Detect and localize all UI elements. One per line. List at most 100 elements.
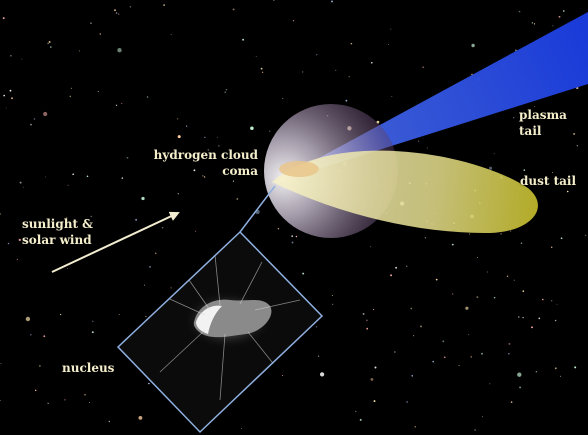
star [563,10,565,12]
star [522,290,525,293]
star [362,312,365,315]
star [390,274,393,277]
star [250,126,254,131]
star [510,401,513,403]
star [22,186,24,188]
star [518,10,521,13]
star [232,180,234,182]
star [277,227,280,230]
star [538,317,541,320]
star [345,99,348,102]
star [72,173,75,176]
star [506,275,509,278]
star [0,399,1,402]
nucleus-label: nucleus [62,360,114,376]
star [551,300,553,302]
star [566,190,569,193]
star [390,28,392,30]
star [556,303,558,305]
star [471,43,475,48]
plasma-tail-label-line1: plasma [519,108,567,122]
star [318,355,320,357]
star [559,375,561,377]
star [508,353,510,355]
nucleus-pointer-line [239,185,276,233]
star [225,88,228,91]
star [86,175,89,178]
star [47,42,49,45]
star [442,340,445,343]
star [474,429,476,431]
star [177,193,179,195]
star [70,87,72,89]
star [0,213,2,215]
star [121,177,124,179]
plasma-tail-label: plasma tail [519,107,567,139]
star [218,145,220,147]
star [388,43,390,45]
star [476,296,479,299]
dust-tail-label-text: dust tail [520,174,577,188]
star [452,293,454,295]
star [374,366,377,369]
star [332,303,334,305]
star [292,20,295,22]
star [216,136,218,138]
star [359,418,362,421]
star [291,241,294,244]
star [30,123,32,126]
star [90,22,92,24]
star [154,252,157,255]
star [418,140,420,142]
hydrogen-cloud-label: hydrogen cloud coma [139,147,258,179]
star [406,401,409,403]
star [45,176,47,178]
star [291,235,294,237]
sunlight-arrow [51,211,180,273]
star [468,334,470,336]
star [282,375,283,377]
star [424,237,427,239]
star [69,95,72,98]
star [551,172,554,174]
star [236,198,239,200]
star [25,316,31,322]
star [118,313,120,316]
star [65,217,68,219]
star [335,69,337,71]
star [170,287,172,289]
star [43,111,48,117]
star [531,22,534,24]
star [489,383,491,385]
star [348,76,350,78]
plasma-tail-label-line2: tail [519,124,542,138]
star [520,242,523,244]
star [10,54,12,57]
star [560,237,563,240]
star [79,50,81,52]
star [204,136,206,139]
star [273,0,275,1]
star [315,326,318,328]
star [195,230,197,232]
star [406,265,408,267]
star [542,298,544,301]
star [508,342,511,345]
star [470,356,472,358]
star [66,267,68,269]
star [84,393,86,396]
star [144,284,145,286]
star [295,235,298,238]
star [232,8,235,11]
star [224,91,226,93]
star [414,425,417,428]
star [177,135,181,139]
star [372,308,375,311]
star [170,34,172,36]
star [554,367,557,370]
star [0,363,2,365]
star [34,389,37,392]
star [48,41,51,43]
star [422,66,425,69]
star [533,105,535,107]
